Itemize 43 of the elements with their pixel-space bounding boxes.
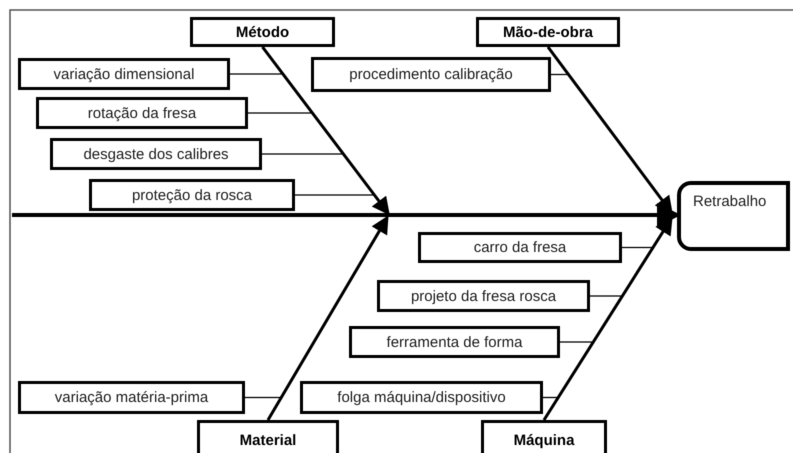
cause-label: variação matéria-prima: [54, 389, 208, 406]
cause-box: [50, 138, 262, 170]
bone-arrow: [542, 216, 673, 421]
cause-box: [18, 381, 245, 414]
cause-label: procedimento calibração: [349, 66, 513, 83]
bone-arrow: [266, 215, 389, 421]
cause-label: projeto da fresa rosca: [410, 288, 556, 304]
effect-label: Retrabalho: [693, 193, 766, 210]
cause-box: [377, 280, 590, 312]
category-label: Método: [236, 24, 290, 40]
branch-line: [622, 246, 653, 248]
category-label: Material: [240, 432, 296, 448]
category-label: Mão-de-obra: [503, 24, 593, 40]
cause-box: [300, 381, 543, 414]
category-box: [481, 420, 607, 453]
category-box: [190, 17, 335, 47]
bone-arrow: [261, 46, 390, 216]
cause-label: desgaste dos calibres: [83, 146, 229, 162]
branch-line: [543, 396, 558, 398]
branch-line: [262, 153, 344, 155]
cause-box: [418, 232, 622, 263]
cause-box: [349, 326, 560, 358]
category-box: [197, 420, 339, 453]
branch-line: [560, 341, 594, 343]
cause-label: ferramenta de forma: [386, 334, 522, 350]
branch-line: [248, 112, 312, 114]
cause-box: [89, 179, 295, 211]
branch-line: [245, 396, 282, 398]
cause-label: folga máquina/dispositivo: [337, 389, 506, 406]
cause-box: [18, 58, 230, 90]
cause-box: [311, 57, 551, 92]
cause-label: proteção da rosca: [132, 186, 252, 204]
cause-label: carro da fresa: [474, 239, 566, 256]
cause-box: [36, 97, 248, 129]
cause-label: rotação da fresa: [88, 104, 196, 122]
branch-line: [590, 295, 622, 297]
branch-line: [551, 74, 568, 76]
category-box: [476, 17, 620, 47]
branch-line: [230, 73, 283, 75]
category-label: Máquina: [514, 432, 574, 448]
branch-line: [295, 194, 374, 196]
cause-label: variação dimensional: [54, 66, 194, 82]
effect-box: [677, 181, 790, 251]
